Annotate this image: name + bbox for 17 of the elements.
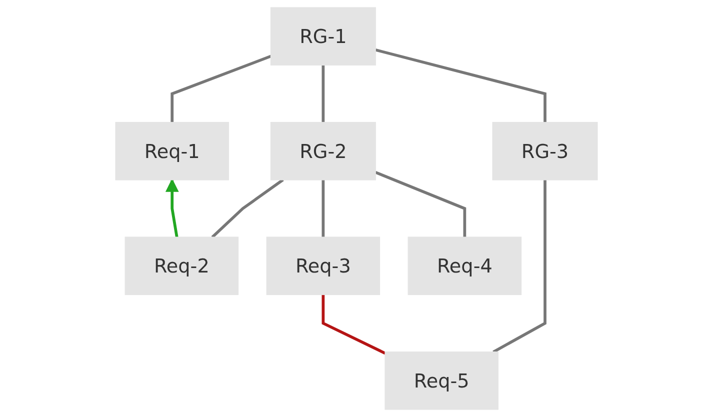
connector: [211, 178, 284, 238]
connector: [375, 48, 546, 122]
node-box: [124, 236, 239, 296]
connector: [322, 294, 386, 355]
node-box: [266, 236, 380, 296]
node-box: [408, 236, 522, 296]
arrow: [165, 178, 179, 238]
node-box: [115, 122, 229, 180]
node-box: [384, 351, 498, 410]
connector: [170, 54, 272, 122]
connector: [492, 180, 546, 354]
connector: [322, 65, 325, 122]
node-box: [270, 122, 376, 180]
connector: [322, 180, 325, 238]
node-box: [492, 122, 598, 180]
node-box: [270, 7, 376, 66]
connector: [374, 171, 466, 238]
